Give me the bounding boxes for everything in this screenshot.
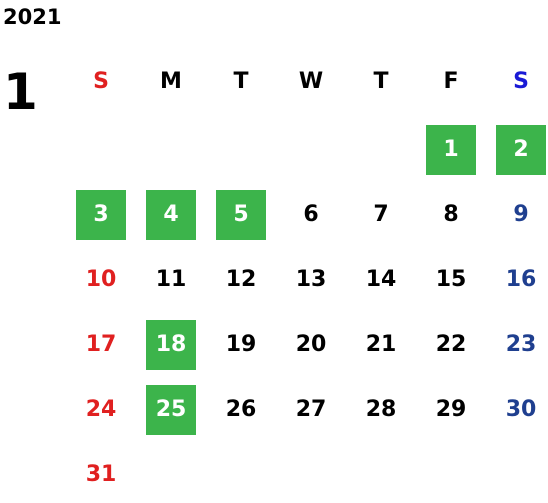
calendar-day[interactable]: 6 <box>303 202 319 227</box>
calendar-day[interactable]: 28 <box>365 397 397 422</box>
calendar-day[interactable]: 17 <box>85 332 117 357</box>
weekday-header-tuesday: T <box>233 69 249 94</box>
calendar-day[interactable]: 7 <box>373 202 389 227</box>
calendar-day-holiday[interactable]: 2 <box>496 125 546 175</box>
calendar-day-holiday[interactable]: 1 <box>426 125 476 175</box>
calendar-day[interactable]: 10 <box>85 267 117 292</box>
calendar-day[interactable]: 30 <box>505 397 537 422</box>
year-label: 2021 <box>3 5 62 29</box>
calendar-day[interactable]: 21 <box>365 332 397 357</box>
calendar-day[interactable]: 9 <box>513 202 529 227</box>
calendar-day[interactable]: 14 <box>365 267 397 292</box>
calendar-day[interactable]: 16 <box>505 267 537 292</box>
weekday-header-friday: F <box>443 69 459 94</box>
calendar-day[interactable]: 20 <box>295 332 327 357</box>
calendar-day[interactable]: 12 <box>225 267 257 292</box>
calendar-day[interactable]: 23 <box>505 332 537 357</box>
weekday-header-monday: M <box>160 69 182 94</box>
calendar-day[interactable]: 22 <box>435 332 467 357</box>
calendar-day-holiday[interactable]: 25 <box>146 385 196 435</box>
calendar-day[interactable]: 15 <box>435 267 467 292</box>
calendar-day[interactable]: 11 <box>155 267 187 292</box>
weekday-header-thursday: T <box>373 69 389 94</box>
weekday-header-sunday: S <box>93 69 109 94</box>
calendar-day-holiday[interactable]: 18 <box>146 320 196 370</box>
calendar-day[interactable]: 29 <box>435 397 467 422</box>
calendar-day[interactable]: 24 <box>85 397 117 422</box>
calendar-day[interactable]: 31 <box>85 462 117 487</box>
month-number: 1 <box>3 63 38 121</box>
calendar-day-holiday[interactable]: 4 <box>146 190 196 240</box>
calendar-day[interactable]: 8 <box>443 202 459 227</box>
weekday-header-wednesday: W <box>298 69 324 94</box>
calendar-day[interactable]: 19 <box>225 332 257 357</box>
calendar-day-holiday[interactable]: 3 <box>76 190 126 240</box>
calendar-day-holiday[interactable]: 5 <box>216 190 266 240</box>
calendar-day[interactable]: 13 <box>295 267 327 292</box>
calendar-day[interactable]: 26 <box>225 397 257 422</box>
calendar-day[interactable]: 27 <box>295 397 327 422</box>
weekday-header-saturday: S <box>513 69 529 94</box>
